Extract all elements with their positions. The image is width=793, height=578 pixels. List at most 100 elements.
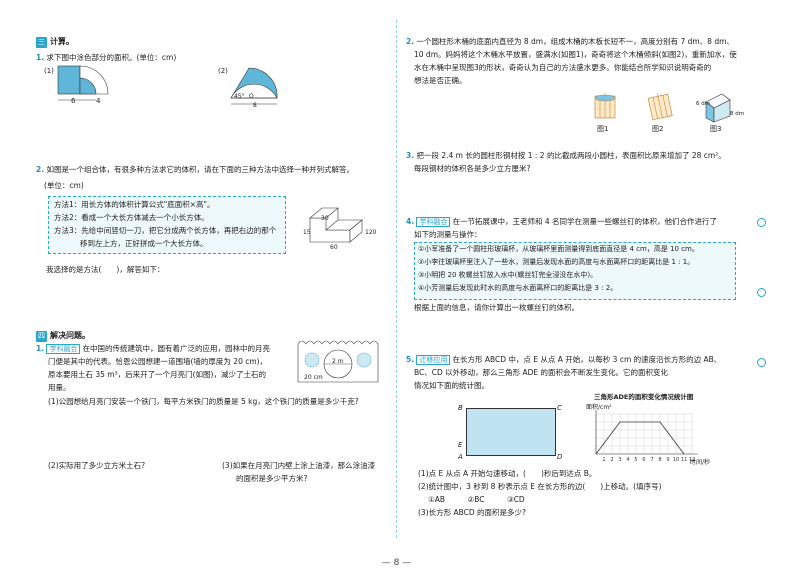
right-q2-line1: 2. 一个圆柱形木桶的底面内直径为 8 dm，组成木桶的木板长短不一，高度分别有… (406, 36, 734, 47)
column-divider (396, 20, 397, 538)
right-q5-text-1: 在长方形 ABCD 中，点 E 从点 A 开始，以每秒 3 cm 的速度沿长方形… (452, 355, 722, 364)
wall-dim-20cm: 20 cm (304, 374, 323, 381)
bucket-fig3-dim-1: 6 dm (696, 101, 711, 107)
problem-1-line1: 1. 学科融合在中国的传统建筑中，圆有着广泛的应用，园林中的月亮 (36, 343, 270, 355)
right-q5-text-3: 情况如下面的统计图。 (414, 381, 489, 390)
bucket-figure-2 (647, 93, 673, 121)
rect-label-d: D (557, 453, 563, 461)
right-q5-text-2: BC、CD 以外移动，那么三角形 ADE 的面积会不断发生变化。它的面积变化 (414, 368, 669, 377)
problem-1-text-3: 原本要用土石 35 m³，后来开了一个月亮门(如图)，减少了土石的 (48, 370, 266, 379)
right-q4-text-1: 在一节拓展课中，王老师和 4 名同学在测量一些螺丝钉的体积，他们合作进行了 (452, 217, 718, 226)
step-2: ②小李往玻璃杯里注入了一些水，测量后发现水面的高度与水面离杯口的距离比是 1 :… (418, 258, 695, 266)
chart-x-tick-label: 4 (626, 457, 629, 463)
right-q5-sub-1: (1)点 E 从点 A 开始匀速移动，( )秒后到达点 B。 (418, 469, 597, 478)
section-three-title: 计算。 (50, 37, 74, 46)
problem-1-sub-2: (2)实际用了多少立方米土石? (48, 461, 146, 470)
right-q4-tag: 学科融合 (416, 217, 451, 228)
calc-q1-text: 求下图中涂色部分的面积。(单位：cm) (46, 53, 177, 62)
right-q4-line1: 4. 学科融合在一节拓展课中，王老师和 4 名同学在测量一些螺丝钉的体积，他们合… (406, 216, 718, 228)
calc-q1-fig1-dim-b: 4 (96, 97, 101, 105)
chart-title: 三角形ADE的面积变化情况统计图 (594, 393, 694, 401)
calc-q2: 2. 如图是一个组合体，有很多种方法求它的体积，请在下面的三种方法中选择一种并列… (36, 164, 386, 175)
methods-box (48, 196, 286, 254)
section-three-heading: 三计算。 (36, 36, 74, 48)
calc-q1-fig2-dim: 8 (253, 102, 257, 109)
section-three-mark: 三 (36, 37, 47, 48)
rect-label-c: C (557, 404, 562, 412)
right-q4-end: 根据上面的信息，请你计算出一枚螺丝钉的体积。 (414, 303, 579, 312)
chart-area-line (595, 421, 685, 455)
problem-1-sub-3-line2: 的面积是多少平方米? (236, 474, 308, 483)
problem-1-text-2: 门便是其中的代表。恰恩公园想建一道围墙(墙的厚度为 20 cm)， (48, 357, 268, 366)
right-q4-text-2: 如下的测量与操作： (414, 230, 482, 239)
calc-q1-fig1-label: (1) (44, 67, 54, 75)
solid-dim-120: 120 (365, 229, 377, 236)
step-1: ①小军准备了一个圆柱形玻璃杯，从玻璃杯里面测量得到底面直径是 4 cm，高是 1… (418, 245, 699, 253)
right-q2-text-4: 想法是否正确。 (414, 76, 467, 85)
calc-q1-figure-2 (230, 67, 278, 105)
right-q3-line1: 3. 把一段 2.4 m 长的圆柱形钢材按 1 : 2 的比截成两段小圆柱，表面… (406, 150, 726, 161)
combined-solid-figure (309, 207, 363, 243)
bucket-figure-3 (705, 93, 731, 123)
method-3-line1: 方法3：先给中间竖切一刀，把它分成两个长方体，再把右边的那个 (54, 226, 277, 235)
right-q3-number: 3. (406, 151, 415, 160)
step-3: ③小明把 20 枚螺丝钉放入水中(螺丝钉完全浸没在水中)。 (418, 271, 598, 279)
chart-x-label: 时间/秒 (690, 459, 711, 466)
right-q3-text-1: 把一段 2.4 m 长的圆柱形钢材按 1 : 2 的比截成两段小圆柱，表面积比原… (416, 151, 726, 160)
bucket-caption-2: 图2 (652, 125, 664, 133)
calc-q1-number: 1. (36, 53, 45, 62)
page-number: — 8 — (381, 557, 412, 568)
solid-dim-15: 15 (303, 229, 311, 236)
right-q2-number: 2. (406, 37, 415, 46)
chart-x-tick-label: 1 (602, 457, 605, 463)
measurement-steps-box (414, 242, 736, 300)
bucket-caption-3: 图3 (710, 125, 722, 133)
chart-x-tick-label: 7 (650, 457, 653, 463)
moon-gate-wall-figure (297, 340, 379, 383)
right-q2-text-1: 一个圆柱形木桶的底面内直径为 8 dm，组成木桶的木板长短不一，高度分别有 7 … (416, 37, 734, 46)
chart-x-tick-label: 10 (673, 457, 679, 463)
right-q3-text-2: 每段钢材的体积各是多少立方厘米? (414, 164, 531, 173)
right-q4-number: 4. (406, 217, 415, 226)
chart-x-tick-label: 6 (642, 457, 645, 463)
right-q5-options: ①AB ②BC ③CD (428, 495, 525, 504)
calc-q1-fig2-angle: 45° (234, 93, 245, 100)
solid-dim-30: 30 (321, 215, 329, 222)
right-q2-text-2: 10 dm。妈妈将这个木桶水平放置，盛满水(如图1)，奇奇将这个木桶倾斜(如图2… (414, 50, 737, 59)
calc-q1-fig2-label: (2) (218, 67, 228, 75)
chart-x-tick-label: 3 (618, 457, 621, 463)
calc-q2-text-line2: (单位：cm) (44, 181, 84, 190)
right-q2-text-3: 水在木桶中呈现图3的形状，奇奇认为自己的方法盛水更多。你能结合所学知识说明奇奇的 (414, 63, 712, 72)
section-four-title: 解决问题。 (50, 331, 90, 340)
right-q5-number: 5. (406, 355, 415, 364)
calc-q2-choice: 我选择的是方法( )，解答如下： (46, 265, 165, 274)
problem-1-tag: 学科融合 (46, 344, 81, 355)
method-3-line2: 移到左上方，正好拼成一个大长方体。 (80, 239, 208, 248)
rect-label-e: E (458, 441, 463, 449)
right-margin-rail (757, 0, 793, 578)
problem-1-text-4: 用量。 (48, 383, 71, 392)
rail-dot-2 (757, 288, 766, 297)
chart-x-tick-label: 11 (681, 457, 687, 463)
problem-1-sub-3-line1: (3)如果在月亮门内壁上涂上油漆，那么涂油漆 (222, 461, 376, 470)
section-four-mark: 四 (36, 331, 47, 342)
chart-x-tick-label: 2 (610, 457, 613, 463)
rect-label-b: B (458, 404, 463, 412)
calc-q1: 1. 求下图中涂色部分的面积。(单位：cm) (36, 52, 176, 63)
chart-x-tick-label: 12 (689, 457, 695, 463)
calc-q2-number: 2. (36, 165, 45, 174)
right-q5-sub-2: (2)统计图中，3 秒到 8 秒表示点 E 在长方形的边( )上移动。(填序号) (418, 482, 662, 491)
calc-q2-text-line1: 如图是一个组合体，有很多种方法求它的体积，请在下面的三种方法中选择一种并列式解答… (46, 165, 354, 174)
calc-q1-figure-1 (57, 65, 109, 101)
right-q5-tag: 迁移应用 (416, 355, 451, 366)
right-q5-line1: 5. 迁移应用在长方形 ABCD 中，点 E 从点 A 开始，以每秒 3 cm … (406, 354, 722, 366)
chart-x-tick-label: 9 (666, 457, 669, 463)
problem-1-number: 1. (36, 344, 45, 353)
chart-y-label: 面积/cm² (586, 404, 612, 411)
bucket-fig3-dim-2: 8 dm (730, 111, 745, 117)
bucket-figure-1 (594, 93, 616, 119)
problem-1-text-1: 在中国的传统建筑中，圆有着广泛的应用，园林中的月亮 (82, 344, 270, 353)
rect-label-a: A (458, 453, 463, 461)
calc-q1-fig2-center: O (249, 93, 254, 100)
